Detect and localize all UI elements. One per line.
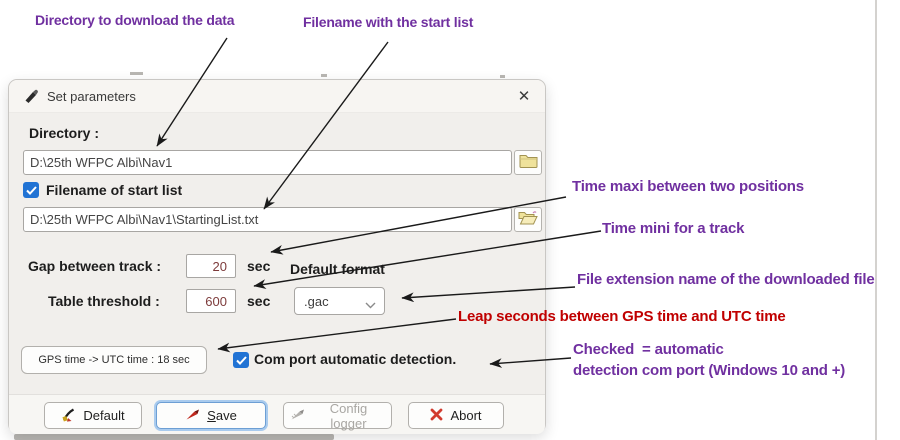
- dialog-title: Set parameters: [47, 88, 136, 104]
- background-window-artifact: [321, 74, 327, 77]
- threshold-input[interactable]: [186, 289, 236, 313]
- startlist-checkbox[interactable]: [23, 182, 39, 198]
- browse-startlist-button[interactable]: [514, 207, 542, 232]
- config-pen-icon: [290, 407, 305, 424]
- folder-open-icon: [518, 210, 538, 230]
- annotation-checked-line2: detection com port (Windows 10 and +): [573, 362, 846, 379]
- pen-icon: [23, 88, 39, 104]
- gps-utc-offset-button[interactable]: GPS time -> UTC time : 18 sec: [21, 346, 207, 374]
- format-dropdown[interactable]: .gac: [294, 287, 385, 315]
- startlist-input[interactable]: [23, 207, 512, 232]
- threshold-unit: sec: [247, 293, 271, 309]
- annotation-time-mini: Time mini for a track: [602, 220, 745, 237]
- directory-label: Directory :: [29, 125, 100, 141]
- default-button-label: Default: [83, 408, 125, 423]
- gap-input[interactable]: [186, 254, 236, 278]
- startlist-checkbox-label: Filename of start list: [46, 182, 183, 198]
- abort-button-label: Abort: [450, 408, 482, 423]
- background-window-artifact: [130, 72, 143, 75]
- directory-input[interactable]: [23, 150, 512, 175]
- format-selected-value: .gac: [304, 293, 329, 309]
- default-button[interactable]: Default: [44, 402, 142, 429]
- dialog-titlebar[interactable]: Set parameters ✕: [9, 80, 545, 113]
- close-icon[interactable]: ✕: [517, 88, 531, 105]
- checkmark-icon: [25, 185, 37, 195]
- checkmark-icon: [235, 355, 247, 365]
- com-port-checkbox-label: Com port automatic detection.: [254, 351, 457, 367]
- default-tool-icon: [61, 407, 76, 425]
- background-window-artifact: [500, 75, 505, 78]
- folder-closed-icon: [519, 153, 538, 173]
- config-logger-button-label: Config logger: [329, 400, 368, 431]
- set-parameters-dialog: Set parameters ✕ Directory : Filename of…: [8, 79, 546, 434]
- annotation-directory: Directory to download the data: [35, 12, 235, 28]
- chevron-down-icon: [365, 297, 376, 312]
- com-port-checkbox[interactable]: [233, 352, 249, 368]
- annotation-time-maxi: Time maxi between two positions: [572, 178, 804, 195]
- config-logger-button[interactable]: Config logger: [283, 400, 392, 431]
- annotation-checked-line1: Checked = automatic: [573, 341, 724, 358]
- save-button[interactable]: Save: [156, 402, 266, 429]
- abort-x-icon: [430, 408, 443, 424]
- annotation-leap-seconds: Leap seconds between GPS time and UTC ti…: [458, 308, 786, 325]
- save-button-label: Save: [207, 408, 237, 423]
- annotation-filename: Filename with the start list: [303, 14, 474, 30]
- browse-directory-button[interactable]: [514, 150, 542, 175]
- threshold-label: Table threshold :: [48, 293, 160, 309]
- default-format-label: Default format: [290, 261, 385, 277]
- annotation-file-extension: File extension name of the downloaded fi…: [577, 271, 875, 288]
- background-window-artifact: [14, 434, 334, 440]
- page-edge-line: [875, 0, 877, 440]
- gap-label: Gap between track :: [28, 258, 162, 274]
- abort-button[interactable]: Abort: [408, 402, 504, 429]
- dialog-footer: Default Save: [9, 394, 545, 434]
- save-pen-icon: [185, 407, 200, 424]
- gap-unit: sec: [247, 258, 271, 274]
